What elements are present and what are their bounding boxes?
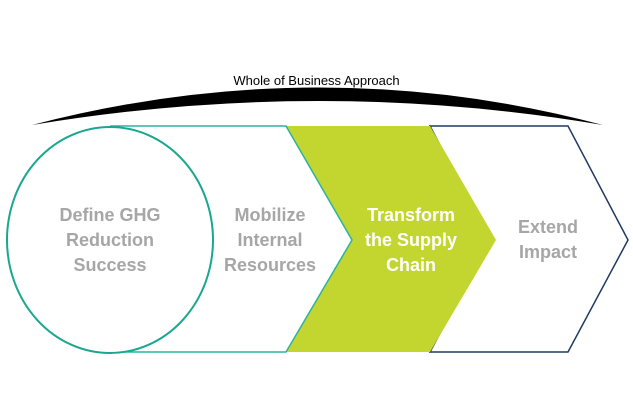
step-transform-line-3: Chain	[385, 255, 436, 275]
step-define-ghg-shape	[6, 126, 214, 354]
step-mobilize-line-3: Resources	[223, 255, 317, 275]
step-mobilize-resources-label: Mobilize Internal Resources	[210, 203, 330, 278]
step-mobilize-line-2: Internal	[237, 230, 303, 250]
step-define-ghg-line-2: Reduction	[66, 230, 154, 250]
banner-label: Whole of Business Approach	[233, 73, 400, 88]
step-extend-line-2: Impact	[518, 242, 578, 262]
step-define-ghg-line-1: Define GHG	[59, 205, 161, 225]
step-define-ghg-line-3: Success	[73, 255, 147, 275]
step-transform-line-1: Transform	[366, 205, 456, 225]
step-extend-line-1: Extend	[517, 217, 578, 237]
step-mobilize-line-1: Mobilize	[234, 205, 306, 225]
step-transform-line-2: the Supply	[364, 230, 457, 250]
step-extend-impact-label: Extend Impact	[488, 215, 608, 265]
banner-arc	[32, 87, 603, 125]
step-define-ghg-label: Define GHG Reduction Success	[45, 203, 175, 278]
step-transform-supply-chain-label: Transform the Supply Chain	[348, 203, 474, 278]
step-transform-supply-chain-shape	[286, 126, 496, 352]
